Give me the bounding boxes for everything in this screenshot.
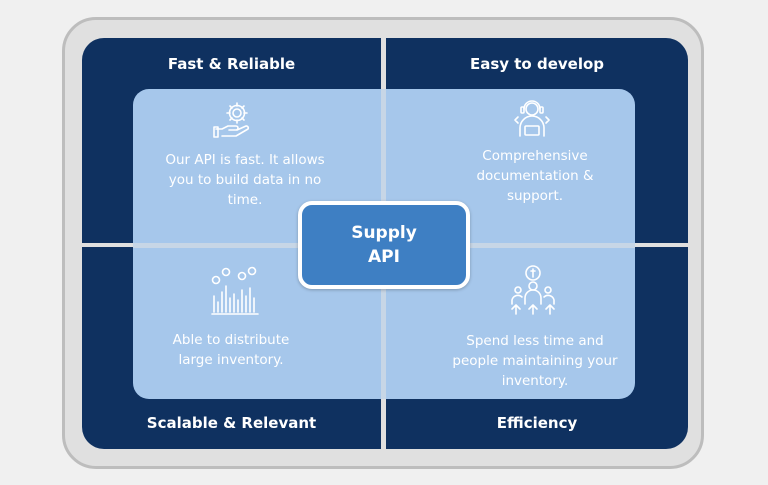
center-label: Supply API — [351, 223, 417, 267]
title-scalable-relevant: Scalable & Relevant — [146, 414, 317, 432]
developer-icon — [514, 100, 550, 137]
description-efficiency: Spend less time and people maintaining y… — [452, 333, 618, 389]
description-easy-to-develop: Comprehensive documentation & support. — [476, 148, 594, 204]
people-growth-icon — [511, 265, 555, 315]
title-efficiency: Efficiency — [496, 414, 578, 432]
description-fast-reliable: Our API is fast. It allows you to build … — [165, 152, 325, 208]
title-easy-to-develop: Easy to develop — [469, 55, 605, 73]
center-box: Supply API — [298, 201, 470, 289]
bar-graph-icon — [211, 266, 259, 315]
gear-hand-icon — [213, 102, 250, 138]
title-fast-reliable: Fast & Reliable — [167, 55, 296, 73]
description-scalable-relevant: Able to distribute large inventory. — [172, 332, 290, 368]
